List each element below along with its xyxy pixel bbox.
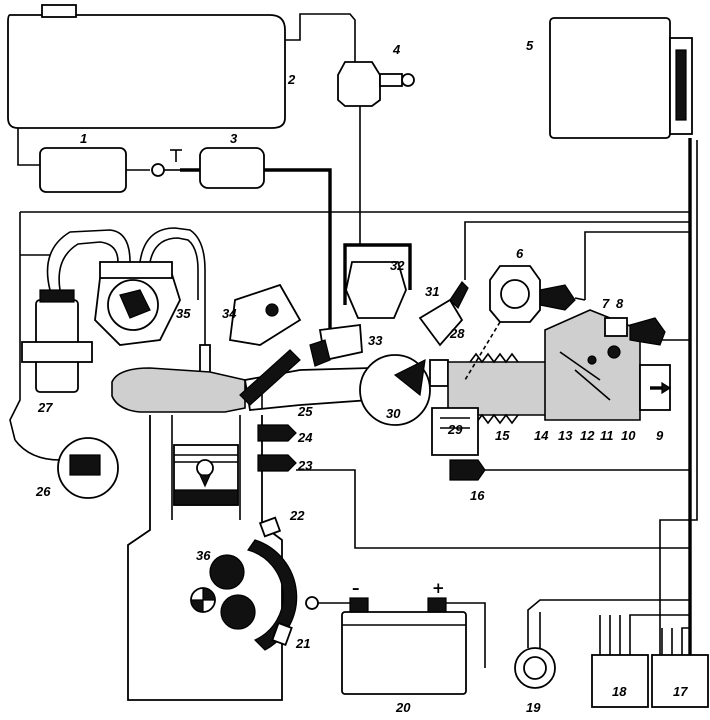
label-36: 36: [196, 548, 211, 563]
cold-start-valve: [228, 283, 302, 406]
label-2: 2: [287, 72, 296, 87]
main-relay: [591, 614, 690, 708]
fuel-return-line: [285, 13, 356, 45]
label-19: 19: [526, 700, 541, 715]
fuel-filter: [199, 147, 265, 189]
ht-lead-1: [46, 229, 131, 291]
label-5: 5: [526, 38, 534, 53]
label-26: 26: [35, 484, 51, 499]
wiring-sensors-23-24: [296, 469, 690, 549]
thermo-time-switch: [257, 424, 297, 442]
label-25: 25: [297, 404, 313, 419]
label-16: 16: [470, 488, 485, 503]
air-flow-meter: [544, 309, 672, 421]
spark-plug: [199, 344, 211, 376]
oxygen-sensor: [14, 437, 119, 499]
throttle-valve-switch: [418, 281, 469, 347]
label-21: 21: [295, 636, 310, 651]
label-35: 35: [176, 306, 191, 321]
fuel-line-tank-pump: [17, 128, 40, 166]
label-18: 18: [612, 684, 627, 699]
coolant-temperature-sensor: [257, 454, 297, 472]
label-8: 8: [616, 296, 624, 311]
label-3: 3: [230, 131, 238, 146]
wiring-left-drop: [9, 212, 21, 441]
battery-plus-label: +: [432, 579, 445, 597]
battery: [305, 596, 486, 695]
wiring-sensor-6: [584, 231, 690, 300]
piston: [173, 444, 239, 506]
ignition-distributor: [94, 261, 181, 346]
label-28: 28: [449, 326, 465, 341]
line-filter-rail: [264, 168, 332, 328]
airflow-connector: [604, 317, 666, 346]
label-1: 1: [80, 131, 87, 146]
label-34: 34: [222, 306, 237, 321]
throttle-position-sensor: [464, 265, 586, 381]
label-15: 15: [495, 428, 510, 443]
throttle-body: [359, 354, 449, 426]
ignition-switch: [514, 599, 690, 689]
fuel-tank: [7, 4, 286, 129]
label-31: 31: [425, 284, 439, 299]
temperature-sensor-intake: [449, 459, 516, 481]
crankshaft-gear: [190, 539, 298, 651]
engine-cylinder-head: [111, 367, 246, 413]
label-22: 22: [289, 508, 305, 523]
ht-lead-4: [149, 237, 199, 300]
label-33: 33: [368, 333, 383, 348]
label-6: 6: [516, 246, 524, 261]
fuel-pump-relay: [651, 627, 709, 708]
ht-lead-2: [58, 241, 119, 291]
label-32: 32: [390, 258, 405, 273]
label-20: 20: [395, 700, 411, 715]
label-23: 23: [297, 458, 313, 473]
reference-sensor: [258, 516, 282, 538]
electronic-control-unit: [549, 17, 693, 139]
label-10: 10: [621, 428, 636, 443]
battery-minus-label: –: [352, 579, 360, 597]
label-27: 27: [37, 400, 53, 415]
label-4: 4: [392, 42, 401, 57]
auxiliary-air-valve: [343, 243, 412, 319]
part-labels: 1 2 3 4 5 6 7 8 9 10 11 12 13 14 15 16 1…: [35, 38, 688, 715]
label-17: 17: [673, 684, 688, 699]
speed-sensor: [271, 621, 293, 647]
ht-lead-3: [139, 227, 206, 300]
wiring-harness-branch: [659, 140, 698, 660]
idle-air-valve: [431, 407, 479, 456]
label-7: 7: [602, 296, 610, 311]
fuel-pressure-regulator: [337, 45, 415, 245]
ignition-coil: [21, 289, 93, 393]
wiring-injector-31: [464, 221, 690, 280]
label-24: 24: [297, 430, 313, 445]
label-13: 13: [558, 428, 573, 443]
label-29: 29: [447, 422, 463, 437]
label-14: 14: [534, 428, 549, 443]
label-9: 9: [656, 428, 664, 443]
injector: [309, 323, 363, 367]
label-30: 30: [386, 406, 401, 421]
label-12: 12: [580, 428, 595, 443]
fuel-pump: [39, 147, 182, 193]
label-11: 11: [600, 428, 614, 443]
